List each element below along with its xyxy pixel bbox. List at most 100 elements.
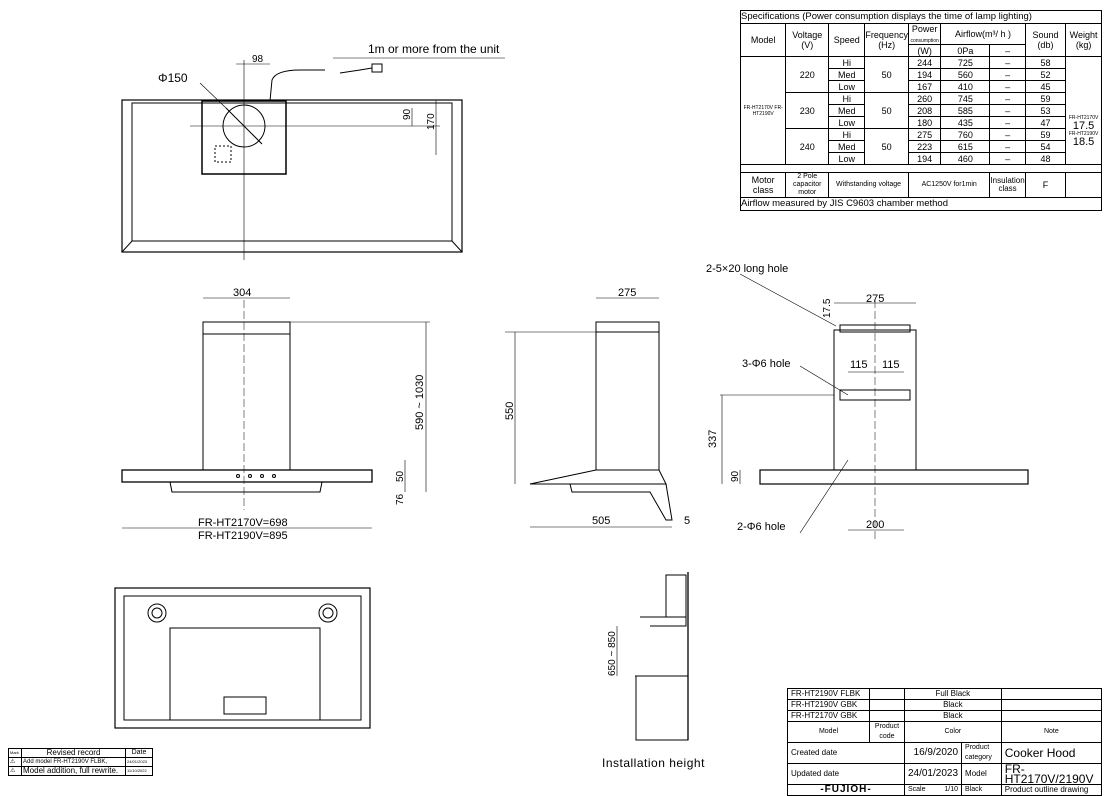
speed-cell: Hi [828, 92, 866, 105]
variant-model: FR-HT2190V GBK [787, 699, 870, 711]
spec-title: Specifications (Power consumption displa… [740, 10, 1102, 24]
variant-note [1000, 710, 1103, 722]
dim-170: 170 [426, 113, 437, 130]
speed-cell: Hi [828, 128, 866, 141]
revision-record: Mark Revised record Date ⚠Add model FR-H… [8, 748, 153, 776]
col-weight: Weight (kg) [1065, 23, 1102, 57]
col-speed: Speed [828, 23, 866, 57]
airflow-dash-cell: – [989, 140, 1026, 153]
sound-cell: 54 [1024, 140, 1067, 153]
withstand-value: AC1250V for1min [907, 172, 991, 198]
sound-cell: 48 [1024, 152, 1067, 165]
sound-cell: 59 [1024, 128, 1067, 141]
dim-98: 98 [252, 54, 264, 65]
motor-class-label: Motor class [739, 172, 787, 198]
created-date: 16/9/2020 [903, 742, 963, 764]
power-cell: 194 [907, 68, 942, 81]
created-label: Created date [787, 742, 905, 764]
brand-logo: -FUJIOH- [787, 784, 905, 796]
dim-height-range: 590 ~ 1030 [414, 375, 426, 430]
sound-cell: 45 [1024, 80, 1067, 93]
spec-models: FR-HT2170V FR-HT2190V [739, 56, 787, 165]
col-model-label: Model [787, 721, 870, 743]
airflow-dash-cell: – [989, 128, 1026, 141]
col-power-unit: (W) [907, 44, 942, 57]
revision-date: 24/01/2023 [125, 757, 153, 767]
updated-label: Updated date [787, 763, 905, 785]
dim-115-left: 115 [850, 359, 868, 371]
airflow-cell: 585 [940, 104, 991, 117]
rev-header: Revised record [21, 748, 126, 758]
sound-cell: 53 [1024, 104, 1067, 117]
col-frequency: Frequency (Hz) [864, 23, 909, 57]
withstand-label: Withstanding voltage [828, 172, 909, 198]
drawing-type: Product outline drawing [1000, 784, 1103, 796]
dim-install-range: 650 ~ 850 [607, 631, 618, 676]
insulation-label: Insulation class [989, 172, 1026, 198]
airflow-dash-cell: – [989, 152, 1026, 165]
power-cell: 260 [907, 92, 942, 105]
rev-mark-header: Mark [8, 748, 22, 758]
dim-side-275: 275 [618, 287, 636, 299]
variant-model: FR-HT2190V FLBK [787, 688, 870, 700]
model-label: Model [961, 763, 1002, 785]
col-airflow-dash: – [989, 44, 1026, 57]
spec-table: Specifications (Power consumption displa… [739, 10, 1102, 211]
airflow-cell: 760 [940, 128, 991, 141]
col-code-label: Product code [869, 721, 905, 743]
col-voltage: Voltage (V) [785, 23, 830, 57]
speed-cell: Med [828, 68, 866, 81]
scale-value: 1/10 [944, 786, 959, 793]
dim-right-275: 275 [866, 293, 884, 305]
power-cell: 208 [907, 104, 942, 117]
spec-footnote: Airflow measured by JIS C9603 chamber me… [740, 197, 1102, 211]
installation-height-label: Installation height [602, 756, 705, 770]
col-model: Model [739, 23, 787, 57]
dim-200: 200 [866, 519, 884, 531]
variant-code [869, 710, 905, 722]
dim-17-5: 17.5 [822, 298, 833, 318]
model-value: FR-HT2170V/2190V [1000, 763, 1103, 785]
dim-337: 337 [707, 430, 719, 448]
drawing-color: Black [961, 784, 1002, 796]
sound-cell: 47 [1024, 116, 1067, 129]
warning-triangle-icon: ⚠ [8, 766, 22, 776]
airflow-dash-cell: – [989, 104, 1026, 117]
product-category: Cooker Hood [1000, 742, 1103, 764]
voltage-cell: 230 [785, 92, 830, 129]
variant-note [1000, 688, 1103, 700]
airflow-cell: 725 [940, 56, 991, 69]
power-cell: 180 [907, 116, 942, 129]
variant-code [869, 699, 905, 711]
speed-cell: Med [828, 140, 866, 153]
variant-note [1000, 699, 1103, 711]
frequency-cell: 50 [864, 92, 909, 129]
airflow-dash-cell: – [989, 92, 1026, 105]
power-cell: 167 [907, 80, 942, 93]
category-label: Product category [961, 742, 1002, 764]
installation-height-view [616, 572, 689, 741]
frequency-cell: 50 [864, 56, 909, 93]
rev-date-header: Date [125, 748, 153, 758]
airflow-cell: 410 [940, 80, 991, 93]
sound-cell: 59 [1024, 92, 1067, 105]
top-view [121, 57, 505, 260]
col-color-label: Color [903, 721, 1002, 743]
power-cell: 223 [907, 140, 942, 153]
front-view [121, 297, 430, 529]
motor-class-value: 2 Pole capacitor motor [785, 172, 830, 198]
speed-cell: Low [828, 152, 866, 165]
speed-cell: Hi [828, 56, 866, 69]
airflow-dash-cell: – [989, 80, 1026, 93]
bottom-view [114, 587, 371, 729]
